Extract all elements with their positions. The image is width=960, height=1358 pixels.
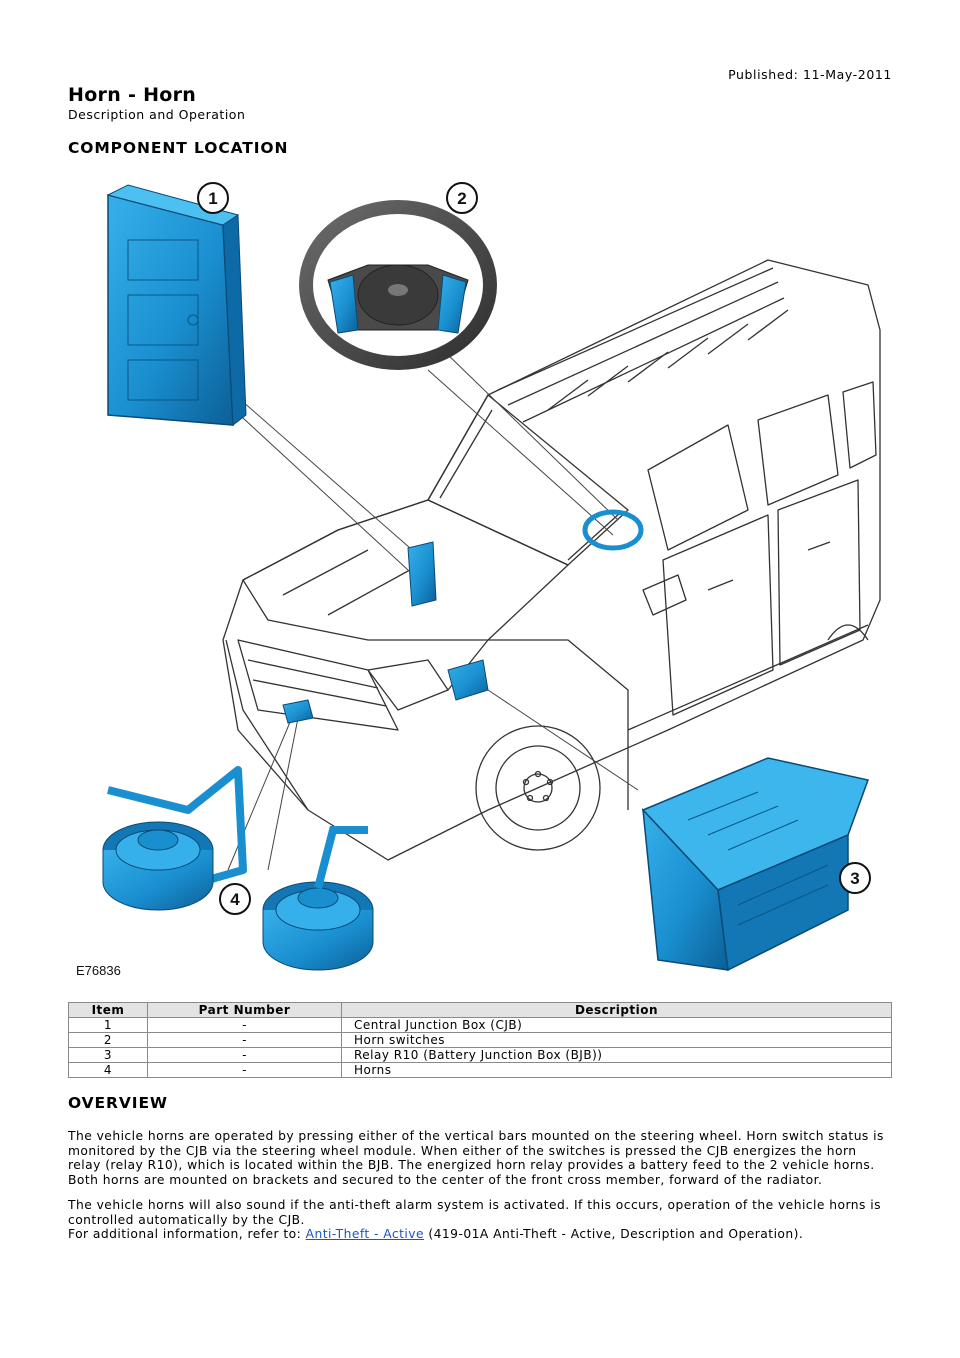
overview-paragraph-2-text: The vehicle horns will also sound if the… (68, 1198, 881, 1227)
cjb-location-highlight (407, 541, 437, 607)
cjb-component (106, 184, 247, 426)
cell-description: Horn switches (341, 1032, 892, 1048)
cell-description: Horns (341, 1062, 892, 1078)
callout-2: 2 (457, 189, 466, 208)
bjb-component (641, 757, 869, 972)
figure-code: E76836 (76, 963, 121, 978)
cell-item: 2 (68, 1032, 148, 1048)
table-row: 4 - Horns (68, 1062, 892, 1078)
reference-suffix: (419-01A Anti-Theft - Active, Descriptio… (424, 1227, 804, 1242)
callout-4-marker (219, 883, 251, 915)
page-title: Horn - Horn (68, 84, 197, 106)
component-illustration: 1 2 3 (76, 182, 881, 978)
callout-4: 4 (230, 890, 240, 909)
cell-part-number: - (147, 1017, 342, 1033)
leader-lines (217, 349, 639, 871)
overview-paragraph-2: The vehicle horns will also sound if the… (68, 1198, 892, 1242)
component-table: Item Part Number Description 1 - Central… (68, 1002, 892, 1078)
cell-part-number: - (147, 1047, 342, 1063)
callout-3-marker (839, 862, 871, 894)
table-row: 2 - Horn switches (68, 1032, 892, 1048)
cell-description: Relay R10 (Battery Junction Box (BJB)) (341, 1047, 892, 1063)
overview-paragraph-1: The vehicle horns are operated by pressi… (68, 1129, 884, 1187)
published-date: Published: 11-May-2011 (728, 67, 892, 82)
page-subtitle: Description and Operation (68, 107, 246, 122)
anti-theft-active-link[interactable]: Anti-Theft - Active (305, 1227, 425, 1242)
cell-item: 1 (68, 1017, 148, 1033)
steering-wheel-location-highlight (582, 509, 644, 551)
callout-2-marker (446, 182, 478, 214)
cell-item: 4 (68, 1062, 148, 1078)
section-heading-component-location: COMPONENT LOCATION (68, 139, 289, 157)
cell-part-number: - (147, 1032, 342, 1048)
horn-location-highlight (282, 699, 314, 724)
section-heading-overview: OVERVIEW (68, 1094, 168, 1112)
column-header-part-number: Part Number (147, 1002, 342, 1018)
table-row: 1 - Central Junction Box (CJB) (68, 1017, 892, 1033)
reference-line: For additional information, refer to: An… (68, 1227, 892, 1242)
bjb-location-highlight (447, 659, 489, 701)
vehicle-outline (222, 259, 881, 861)
callout-1-marker (197, 182, 229, 214)
component-location-figure: 1 2 3 (68, 170, 892, 982)
table-row: 3 - Relay R10 (Battery Junction Box (BJB… (68, 1047, 892, 1063)
horns-component (102, 766, 374, 971)
cell-description: Central Junction Box (CJB) (341, 1017, 892, 1033)
reference-prefix: For additional information, refer to: (68, 1227, 306, 1242)
callout-3: 3 (850, 869, 859, 888)
column-header-item: Item (68, 1002, 148, 1018)
column-header-description: Description (341, 1002, 892, 1018)
cell-part-number: - (147, 1062, 342, 1078)
table-header-row: Item Part Number Description (68, 1002, 892, 1018)
steering-wheel-component (299, 200, 497, 370)
cell-item: 3 (68, 1047, 148, 1063)
callout-1: 1 (208, 189, 217, 208)
